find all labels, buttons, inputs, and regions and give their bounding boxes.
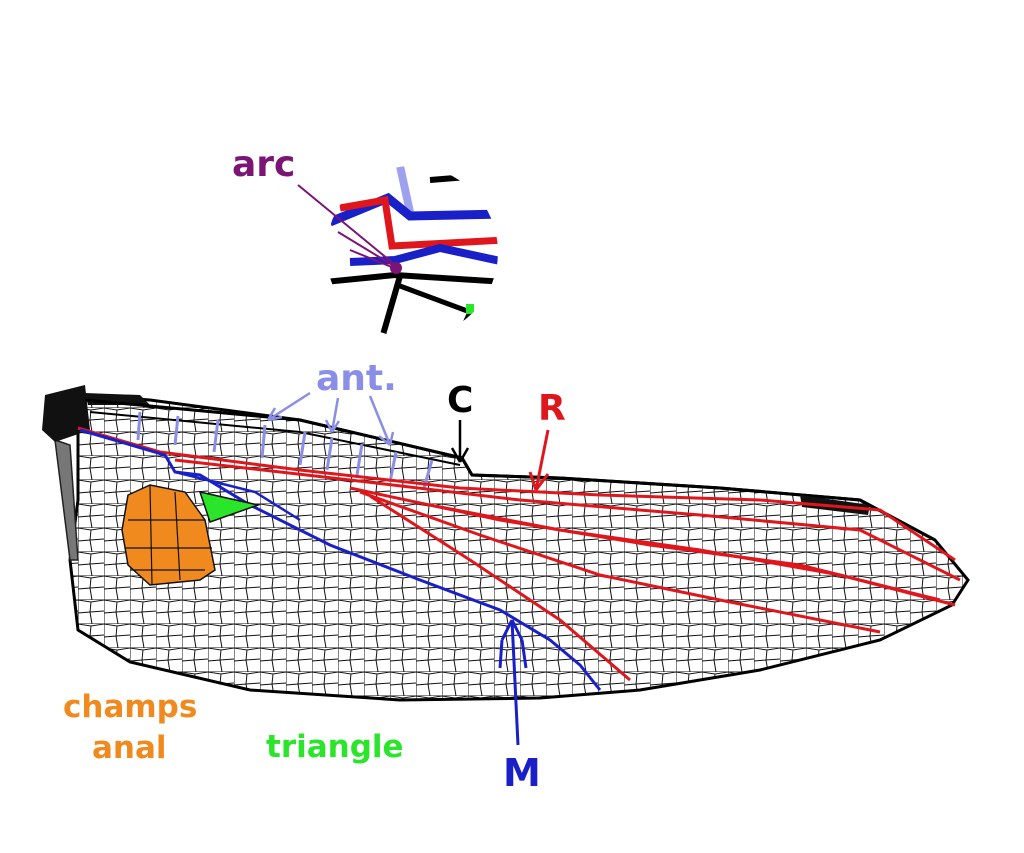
costa-vein: [84, 398, 936, 542]
r-pointer-arrow: [528, 429, 550, 491]
r-label: R: [538, 388, 566, 429]
subcosta-vein: [89, 411, 461, 466]
c-label: C: [447, 380, 473, 421]
ant-pointer-arrows: [266, 391, 395, 446]
dragonfly-wing: [42, 385, 970, 702]
wing-base-plate: [54, 438, 79, 561]
anal-field-cells: [125, 484, 212, 586]
arc-magnifier-inset: [326, 166, 498, 338]
media-branch: [174, 470, 301, 522]
triangle-label: triangle: [266, 729, 404, 765]
m-pointer-arrow: [498, 619, 528, 746]
discoidal-triangle: [198, 490, 261, 523]
radius-veins: [77, 426, 961, 682]
arc-label: arc: [232, 144, 295, 185]
anal-field-label-line2: anal: [92, 730, 167, 766]
media-vein: [79, 428, 602, 691]
m-label: M: [503, 751, 541, 795]
ant-label: ant.: [316, 358, 397, 399]
anal-field-label-line1: champs: [63, 689, 197, 725]
arc-pointer-lines: [297, 184, 395, 269]
c-pointer-arrow: [450, 420, 470, 463]
wing-base-stub: [42, 385, 90, 442]
